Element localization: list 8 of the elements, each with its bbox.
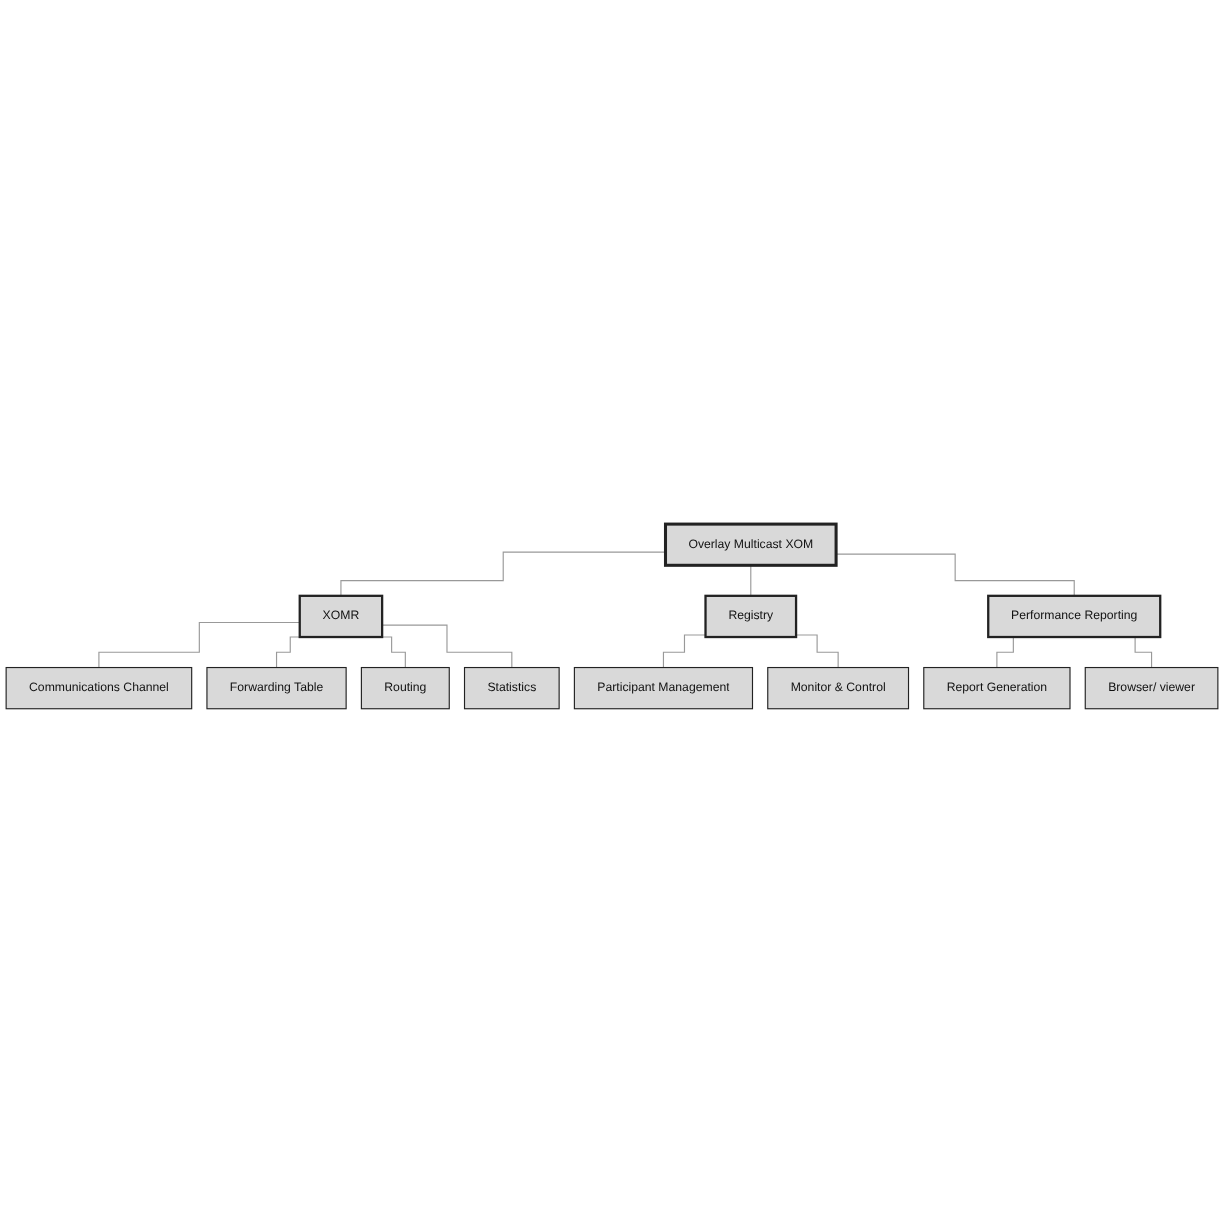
connector: [381, 624, 513, 668]
connector: [98, 621, 301, 668]
connector: [377, 636, 406, 668]
connector: [795, 634, 839, 668]
connector: [662, 634, 707, 668]
connector: [340, 551, 667, 596]
connector: [750, 564, 752, 596]
connector: [835, 553, 1075, 596]
